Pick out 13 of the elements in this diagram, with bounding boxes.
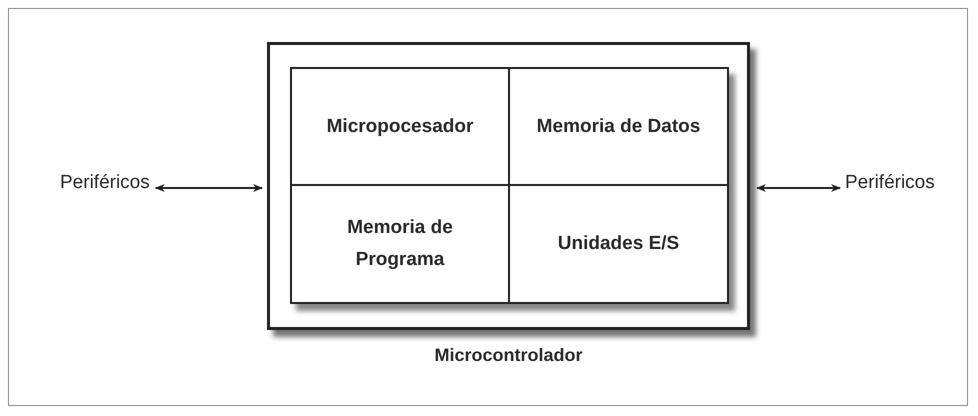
- block-label: Memoria de Datos: [536, 114, 702, 138]
- block-label: Memoria de Programa: [346, 216, 454, 272]
- peripheral-label: Periféricos: [845, 172, 935, 194]
- block-cell: [290, 184, 510, 304]
- component-title: Microcontrolador: [433, 345, 584, 366]
- block-label: Micropocesador: [326, 114, 474, 138]
- double-arrow: [756, 184, 841, 192]
- block-cell: [508, 184, 729, 304]
- block-label: Unidades E/S: [556, 232, 680, 256]
- peripheral-label: Periféricos: [60, 172, 150, 194]
- block-cell: [508, 67, 729, 186]
- double-arrow: [154, 184, 263, 192]
- block-cell: [290, 67, 510, 186]
